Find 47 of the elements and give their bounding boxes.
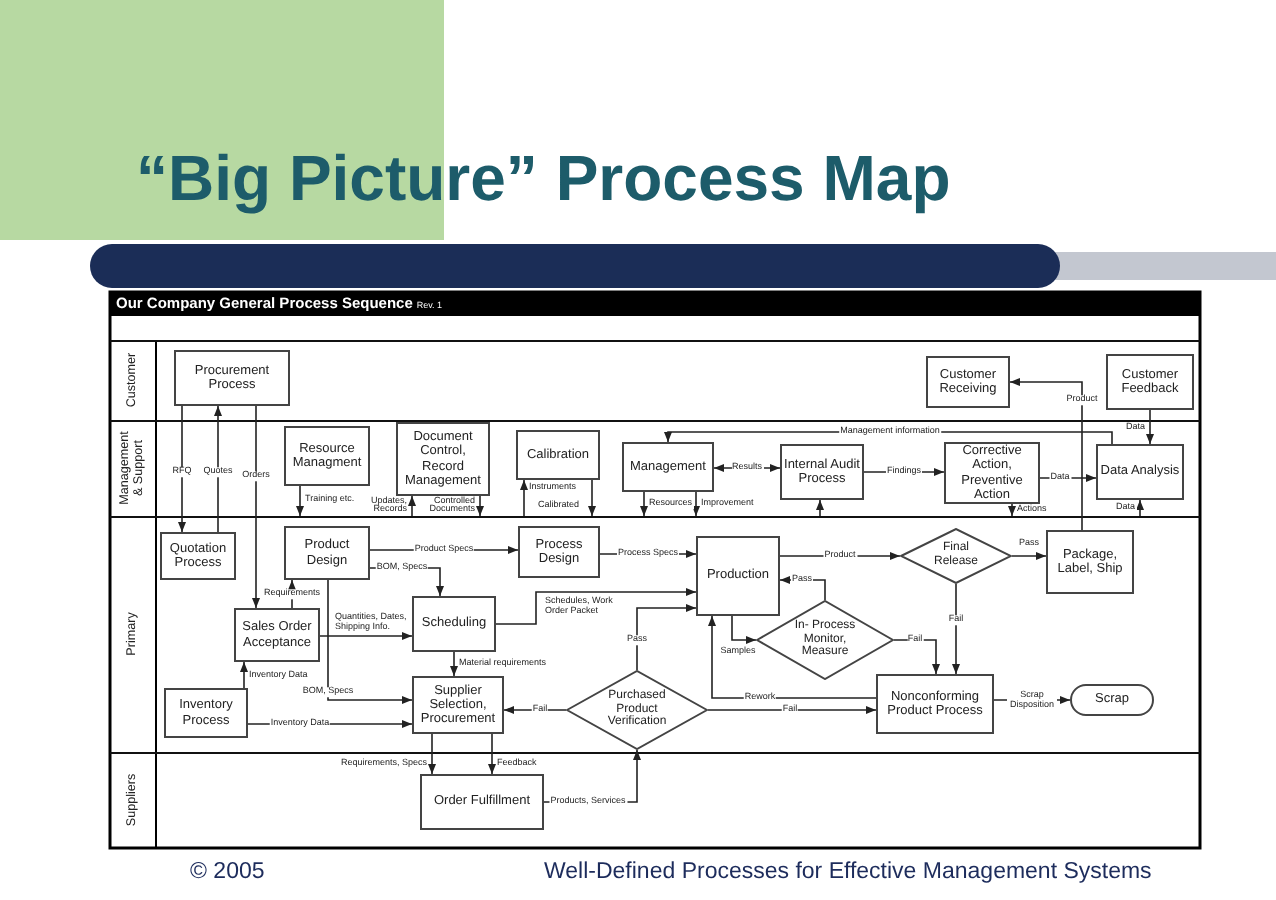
arrow (543, 749, 641, 803)
arrow (599, 550, 697, 558)
header-bar (110, 292, 1200, 316)
arrow (952, 583, 960, 675)
arrow (319, 632, 413, 640)
arrow (1009, 378, 1083, 531)
arrow (428, 733, 436, 775)
arrow (408, 495, 416, 517)
arrow (779, 552, 901, 560)
arrow (252, 405, 260, 609)
arrow (288, 579, 296, 609)
arrow (731, 615, 757, 644)
arrow (488, 733, 496, 775)
arrow (369, 546, 519, 554)
arrow (1008, 503, 1016, 517)
arrow (640, 491, 648, 517)
arrow (503, 706, 567, 714)
arrow (178, 405, 186, 533)
arrow (476, 495, 484, 517)
arrow (664, 431, 1113, 445)
footer-tagline: Well-Defined Processes for Effective Management Systems (544, 860, 1152, 884)
arrow (993, 696, 1071, 704)
arrow (707, 706, 877, 714)
arrow (247, 720, 413, 728)
arrow (369, 567, 444, 597)
arrow (863, 468, 945, 476)
arrow (636, 604, 697, 671)
arrow (1011, 552, 1047, 560)
arrow (495, 588, 697, 625)
arrow (520, 479, 528, 517)
arrow (779, 576, 826, 601)
arrow (692, 491, 700, 517)
arrow (327, 579, 413, 704)
arrow (893, 639, 940, 675)
arrow (816, 499, 824, 517)
arrow (588, 479, 596, 517)
arrow (450, 651, 458, 677)
arrow (1039, 474, 1097, 482)
arrow (240, 661, 248, 689)
arrow (1146, 409, 1154, 445)
arrow (713, 464, 781, 472)
arrow (1136, 499, 1144, 517)
arrow (708, 615, 877, 699)
arrow (296, 485, 304, 517)
swimlane (110, 516, 1200, 752)
arrow (214, 405, 222, 533)
copyright-text: © 2005 (190, 860, 265, 884)
